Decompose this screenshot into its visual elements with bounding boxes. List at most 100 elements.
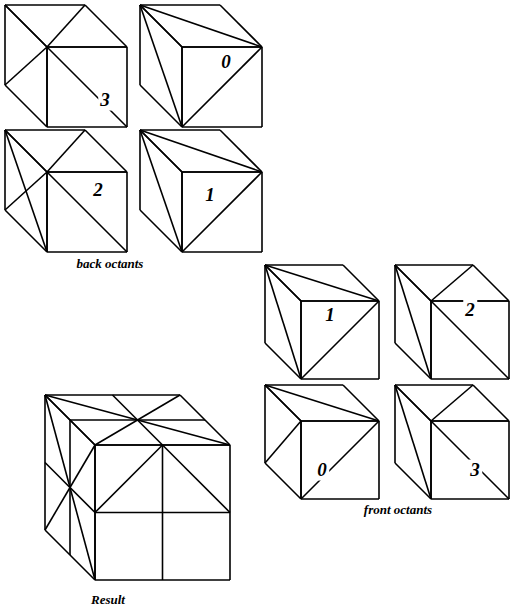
cube-edge (264, 265, 266, 343)
cube-edge (140, 5, 182, 127)
cube-edge (394, 265, 396, 343)
cube-edge (140, 130, 262, 172)
cube-edge (300, 421, 302, 499)
cube-edge (140, 85, 182, 127)
cube-edge (395, 264, 473, 266)
octant-number: 1 (323, 305, 337, 326)
cube-edge (181, 47, 183, 127)
cube-edge (126, 47, 128, 127)
cube-edge (95, 512, 230, 514)
cube-edge (46, 47, 48, 127)
cube-edge (5, 47, 47, 85)
cube-edge (95, 420, 138, 445)
cube-edge (182, 172, 262, 252)
group-caption: back octants (75, 257, 146, 271)
octant-number: 3 (468, 460, 482, 481)
cube-edge (4, 5, 6, 85)
cube-edge (220, 130, 262, 172)
cube-edge (265, 463, 301, 499)
cube-edge (265, 421, 301, 463)
cube-edge (265, 265, 379, 301)
cube-edge (473, 265, 509, 301)
cube-edge (140, 130, 182, 172)
cube-edge (47, 46, 127, 48)
cube-edge (181, 47, 183, 127)
cube-edge (47, 172, 127, 252)
cube-edge (47, 130, 85, 172)
cube-edge (431, 265, 473, 301)
cube-edge (138, 420, 231, 445)
octant-number: 2 (463, 300, 477, 321)
cube-edge (508, 421, 510, 499)
cube-edge (182, 47, 262, 127)
cube-edge (301, 300, 379, 302)
cube-edge (47, 171, 127, 173)
cube-edge (4, 130, 6, 210)
cube-edge (47, 46, 127, 48)
cube-edge (70, 445, 95, 488)
cube-edge (508, 301, 510, 379)
cube-edge (378, 301, 380, 379)
octant-number: 0 (219, 52, 233, 73)
cube-edge (5, 5, 47, 47)
cube-edge (47, 126, 127, 128)
cube-edge (431, 420, 509, 422)
cube-edge (430, 301, 432, 379)
cube-edge (47, 171, 127, 173)
cube-edge (300, 421, 302, 499)
cube-edge (182, 46, 262, 48)
cube-edge (265, 384, 343, 386)
cube-edge (47, 47, 127, 127)
cube-edge (5, 129, 85, 131)
cube-edge (431, 420, 509, 422)
cube-edge (139, 5, 141, 85)
cube-edge (430, 421, 432, 499)
cube-edge (140, 130, 182, 172)
cube-edge (265, 385, 379, 421)
cube-edge (181, 172, 183, 252)
cube-edge (5, 172, 47, 210)
cube-edge (5, 5, 47, 47)
cube-edge (45, 395, 138, 420)
cube-edge (182, 171, 262, 173)
cube-edge (126, 172, 128, 252)
cube-edge (182, 46, 262, 48)
cube-edge (5, 210, 47, 252)
cube-edge (301, 378, 379, 380)
cube-edge (95, 445, 163, 513)
cube-edge (46, 47, 48, 127)
cube-edge (220, 5, 262, 47)
octant-number: 3 (98, 90, 112, 111)
cube-edge (5, 4, 85, 6)
cube-edge (301, 421, 379, 499)
cube-edge (46, 172, 48, 252)
cube-edge (261, 47, 263, 127)
group-caption: Result (89, 593, 127, 607)
cube-edge (181, 172, 183, 252)
cube-edge (47, 251, 127, 253)
octant-number: 1 (203, 185, 217, 206)
cube-edge (378, 421, 380, 499)
cube-edge (47, 5, 85, 47)
cube-edge (264, 385, 266, 463)
cube-edge (430, 421, 432, 499)
cube-edge (140, 129, 220, 131)
cube-edge (395, 385, 431, 499)
cube-edge (300, 301, 302, 379)
cube-edge (5, 130, 47, 172)
cube-edge (301, 301, 379, 379)
cube-edge (265, 265, 301, 379)
cube-edge (70, 488, 95, 581)
cube-edge (182, 171, 262, 173)
cube-edge (430, 301, 432, 379)
cube-edge (301, 420, 379, 422)
cube-edge (140, 5, 182, 47)
cube-edge (140, 5, 262, 47)
cube-edge (301, 498, 379, 500)
cube-edge (473, 385, 509, 421)
cube-edge (140, 210, 182, 252)
cube-edge (139, 130, 141, 210)
octant-number: 0 (315, 460, 329, 481)
octant-number: 2 (91, 180, 105, 201)
